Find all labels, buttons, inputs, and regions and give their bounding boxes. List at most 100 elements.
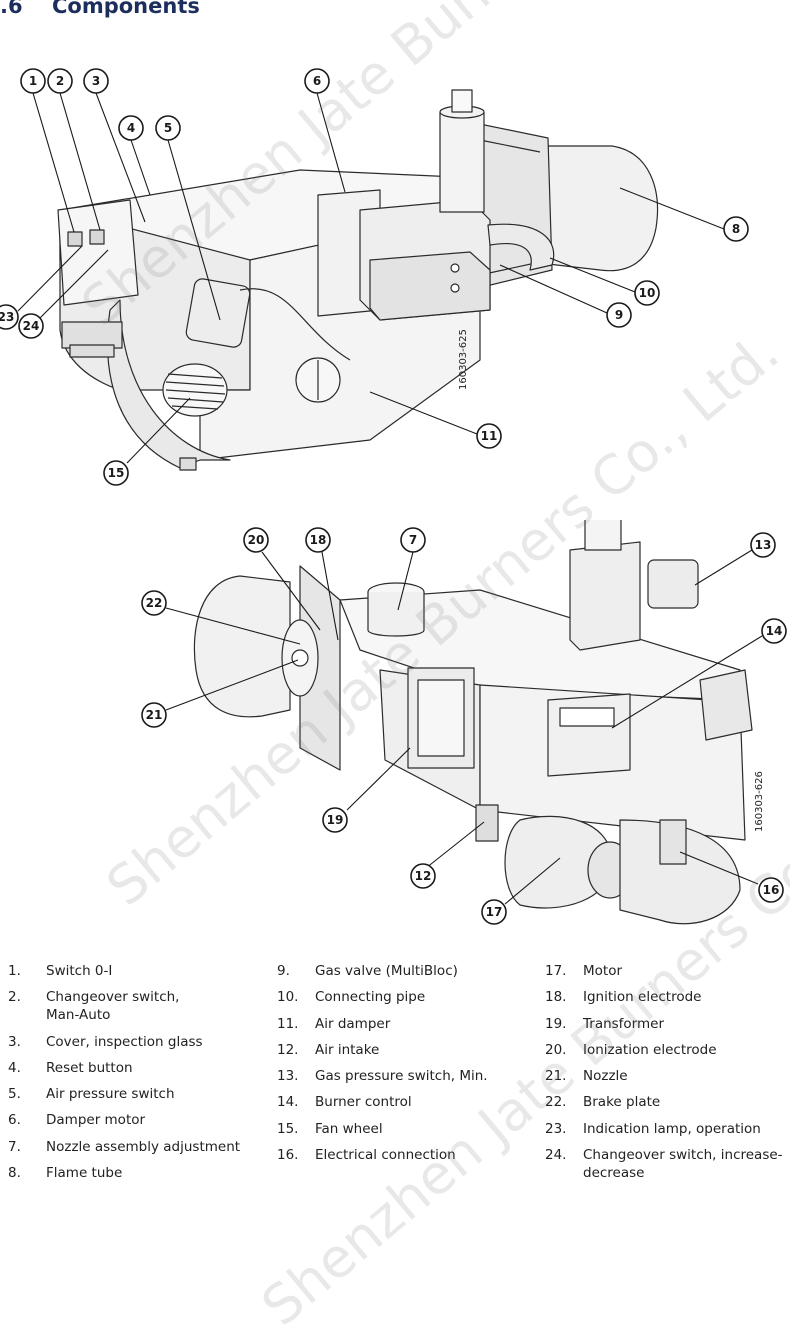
- leader-17: [504, 857, 561, 905]
- leader-2: [59, 92, 101, 231]
- valve-cylinder-shape: [439, 111, 485, 213]
- legend-number: 16.: [277, 1147, 299, 1164]
- legend-number: 10.: [277, 989, 299, 1006]
- callout-12: 12: [415, 869, 432, 883]
- legend-text: Nozzle assembly adjustment: [46, 1138, 241, 1155]
- section-title: Components: [52, 0, 200, 18]
- callout-16: 16: [763, 883, 780, 897]
- legend-column-1: 1.Switch 0-I 2. Changeover switch, Man-Au…: [8, 962, 258, 1190]
- legend-item: 20.Ionization electrode: [545, 1041, 785, 1059]
- leader-8: [619, 187, 725, 230]
- callout-circle-1: [20, 68, 46, 94]
- leader-21: [165, 659, 299, 711]
- callout-21: 21: [146, 708, 163, 722]
- leader-3: [95, 92, 146, 223]
- leader-4: [130, 139, 151, 196]
- gas-valve-shape-2: [569, 541, 641, 651]
- legend-number: 15.: [277, 1120, 299, 1137]
- legend-text: Switch 0-I: [46, 963, 113, 979]
- leader-12: [425, 821, 485, 869]
- callout-8: 8: [732, 222, 740, 236]
- leader-20: [261, 551, 321, 631]
- legend-text: Ignition electrode: [583, 989, 702, 1006]
- legend-text: Gas valve (MultiBloc): [315, 963, 458, 979]
- flame-tube-shape: [547, 145, 659, 272]
- callout-circle-5: [155, 115, 181, 141]
- legend-item: 19.Transformer: [545, 1015, 785, 1033]
- legend-number: 7.: [8, 1138, 21, 1155]
- legend-number: 18.: [545, 989, 567, 1006]
- legend-column-2: 9.Gas valve (MultiBloc) 10.Connecting pi…: [277, 962, 527, 1172]
- callout-24: 24: [23, 319, 40, 333]
- legend-text: Damper motor: [46, 1112, 146, 1129]
- callout-circle-22: [141, 590, 167, 616]
- legend-item: 6.Damper motor: [8, 1111, 258, 1129]
- legend-item: 2. Changeover switch, Man-Auto: [8, 988, 258, 1024]
- leader-23: [17, 245, 83, 312]
- callout-circle-18: [305, 527, 331, 553]
- callout-22: 22: [146, 596, 163, 610]
- legend-number: 24.: [545, 1147, 567, 1164]
- legend-text: Cover, inspection glass: [46, 1033, 203, 1050]
- legend-number: 22.: [545, 1094, 567, 1111]
- legend-item: 4.Reset button: [8, 1059, 258, 1077]
- legend-text: Reset button: [46, 1059, 133, 1076]
- legend-text: Burner control: [315, 1094, 412, 1111]
- callout-circle-10: [634, 280, 660, 306]
- callout-circle-24: [18, 313, 44, 339]
- legend-item: 8.Flame tube: [8, 1164, 258, 1182]
- legend-column-3: 17.Motor 18. Ignition electrode 19.Transf…: [545, 962, 785, 1190]
- leader-5: [167, 139, 221, 321]
- leader-11: [369, 391, 478, 435]
- legend-item: 9. Gas valve (MultiBloc): [277, 962, 527, 980]
- legend-item: 12.Air intake: [277, 1041, 527, 1059]
- motor-shape: [504, 815, 613, 909]
- leader-13: [694, 549, 753, 586]
- legend-item: 3. Cover, inspection glass: [8, 1033, 258, 1051]
- callout-18: 18: [310, 533, 327, 547]
- legend-number: 11.: [277, 1015, 299, 1032]
- callout-numbers: 1 2 3 4 5 6 7 8 9 10 11 12 13 14 15 16 1…: [0, 74, 782, 919]
- legend-number: 17.: [545, 963, 567, 979]
- callout-17: 17: [486, 905, 503, 919]
- legend-text: Flame tube: [46, 1165, 123, 1182]
- leader-lines: [17, 92, 763, 905]
- flame-tube-shape-2: [193, 575, 291, 718]
- callout-11: 11: [481, 429, 498, 443]
- burner-illustration-bottom: [193, 520, 753, 925]
- switch-man-auto-shape: [89, 229, 105, 245]
- legend-text: Air intake: [315, 1041, 380, 1058]
- legend-item: 1.Switch 0-I: [8, 962, 258, 980]
- legend-number: 2.: [8, 989, 21, 1006]
- legend-text: Electrical connection: [315, 1147, 456, 1164]
- legend-text: Fan wheel: [315, 1120, 383, 1137]
- callout-7: 7: [409, 533, 417, 547]
- callout-4: 4: [127, 121, 135, 135]
- callout-circle-4: [118, 115, 144, 141]
- legend-number: 3.: [8, 1033, 21, 1050]
- callout-13: 13: [755, 538, 772, 552]
- leader-24: [39, 249, 109, 319]
- leader-1: [32, 92, 75, 233]
- legend-item: 22.Brake plate: [545, 1093, 785, 1111]
- callout-20: 20: [248, 533, 265, 547]
- callout-14: 14: [766, 624, 783, 638]
- legend-number: 5.: [8, 1086, 21, 1103]
- legend-text: Changeover switch, Man-Auto: [46, 989, 180, 1024]
- callout-1: 1: [29, 74, 37, 88]
- leader-19: [346, 747, 411, 811]
- burner-illustration-top: [57, 89, 659, 471]
- legend-item: 17.Motor: [545, 962, 785, 980]
- callout-6: 6: [313, 74, 321, 88]
- connecting-pipe-shape: [487, 223, 555, 271]
- callout-3: 3: [92, 74, 100, 88]
- callout-19: 19: [327, 813, 344, 827]
- legend-text: Transformer: [583, 1015, 665, 1032]
- legend-number: 9.: [277, 963, 290, 979]
- legend-text: Ionization electrode: [583, 1041, 717, 1058]
- callout-circle-9: [606, 302, 632, 328]
- legend-text: Indication lamp, operation: [583, 1120, 761, 1137]
- legend-item: 18. Ignition electrode: [545, 988, 785, 1006]
- legend-number: 14.: [277, 1094, 299, 1111]
